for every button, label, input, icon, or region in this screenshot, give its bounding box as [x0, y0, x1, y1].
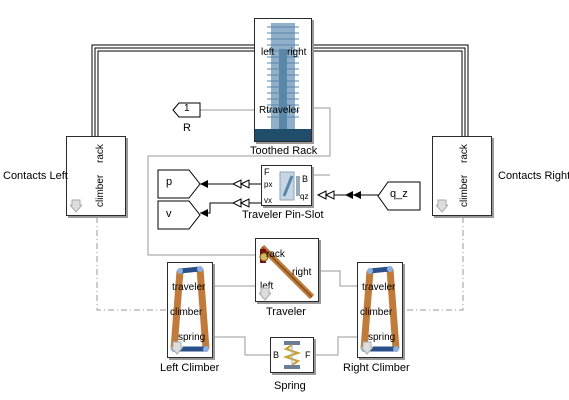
rack-graphic — [255, 23, 311, 141]
rack-port-left: left — [261, 47, 275, 58]
down-arrow-icon — [436, 199, 448, 213]
contacts-right-port-climber: climber — [459, 174, 470, 207]
traveler-block[interactable]: rack right left — [255, 238, 319, 302]
right-climber-port-traveler: traveler — [362, 282, 396, 293]
down-arrow-icon — [361, 341, 373, 355]
contacts-left-caption: Contacts Left — [3, 170, 68, 182]
pin-slot-port-vx: vx — [264, 196, 272, 205]
spring-port-f: F — [305, 350, 311, 360]
output-p-label: p — [166, 176, 173, 188]
output-v-label: v — [166, 208, 172, 220]
traveler-port-right: right — [292, 267, 312, 278]
right-climber-graphic — [360, 266, 400, 352]
pin-slot-caption: Traveler Pin-Slot — [242, 209, 324, 221]
rack-port-rtraveler: Rtraveler — [259, 105, 300, 116]
contacts-right-block[interactable]: rack climber — [432, 136, 492, 216]
contacts-left-port-climber: climber — [95, 174, 106, 207]
pin-slot-graphic — [279, 171, 300, 201]
spring-graphic — [282, 341, 302, 369]
contacts-right-port-rack: rack — [459, 144, 470, 163]
left-climber-block[interactable]: traveler climber spring — [167, 262, 213, 358]
output-p-block[interactable] — [157, 169, 201, 199]
left-climber-port-climber: climber — [170, 307, 203, 318]
left-climber-caption: Left Climber — [160, 362, 220, 374]
contacts-right-caption: Contacts Right — [498, 170, 569, 182]
traveler-port-left: left — [260, 281, 274, 292]
traveler-port-rack: rack — [266, 249, 285, 260]
pin-slot-port-qz: qz — [300, 192, 309, 201]
right-climber-block[interactable]: traveler climber spring — [357, 262, 403, 358]
toothed-rack-caption: Toothed Rack — [250, 145, 318, 157]
output-v-block[interactable] — [157, 200, 201, 230]
toothed-rack-block[interactable]: left right Rtraveler — [254, 18, 312, 142]
spring-caption: Spring — [274, 380, 306, 392]
traveler-graphic — [259, 244, 315, 300]
down-arrow-icon — [259, 287, 271, 301]
pin-slot-block[interactable]: F B px vx qz — [261, 165, 312, 206]
traveler-caption: Traveler — [266, 306, 306, 318]
constant-r-block[interactable] — [172, 102, 202, 118]
spring-block[interactable]: B F — [270, 337, 314, 373]
input-qz-block[interactable] — [377, 181, 421, 211]
right-climber-port-climber: climber — [360, 307, 393, 318]
pin-slot-port-px: px — [264, 180, 273, 189]
pin-slot-port-b: B — [302, 174, 309, 184]
contacts-left-port-rack: rack — [95, 144, 106, 163]
contacts-left-block[interactable]: rack climber — [66, 136, 126, 216]
down-arrow-icon — [70, 199, 82, 213]
left-climber-port-spring: spring — [178, 332, 206, 343]
right-climber-caption: Right Climber — [343, 362, 410, 374]
constant-r-value: 1 — [184, 103, 190, 114]
input-qz-label: q_z — [390, 188, 408, 200]
constant-r-caption: R — [183, 122, 191, 134]
spring-port-b: B — [273, 350, 280, 360]
right-climber-port-spring: spring — [368, 332, 396, 343]
left-climber-port-traveler: traveler — [172, 282, 206, 293]
pin-slot-port-f: F — [264, 167, 270, 177]
rack-port-right: right — [287, 47, 307, 58]
down-arrow-icon — [171, 341, 183, 355]
